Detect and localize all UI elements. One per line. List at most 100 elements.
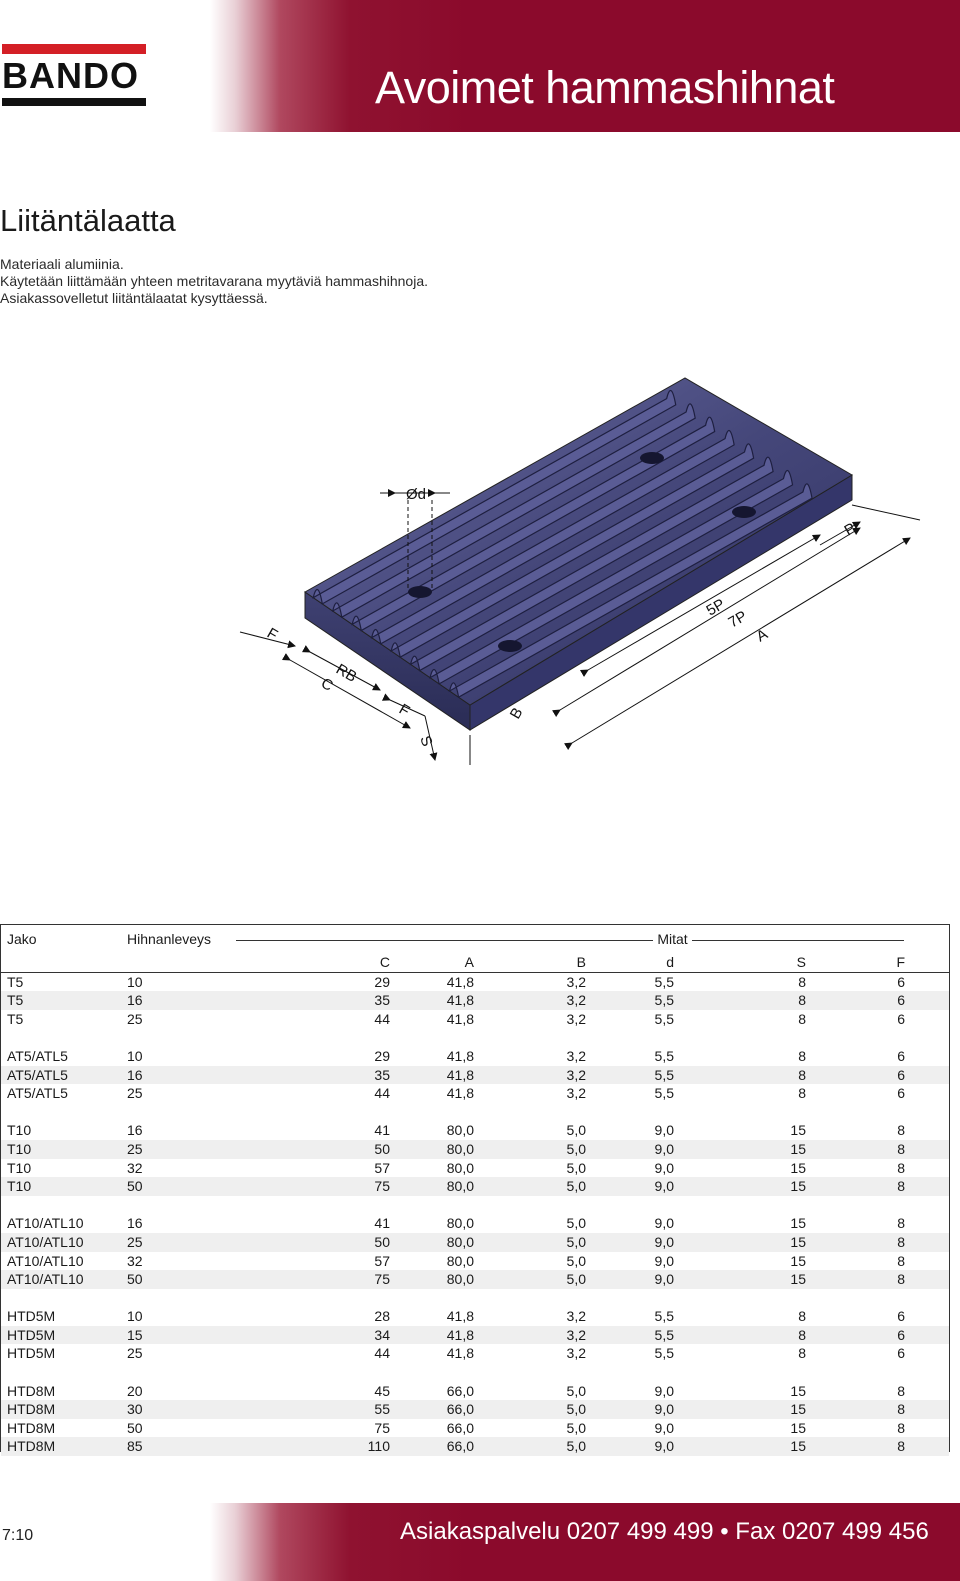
- table-cell: 8: [897, 1382, 905, 1399]
- group-spacer: [1, 1289, 949, 1308]
- section-title: Liitäntälaatta: [0, 203, 176, 238]
- logo-red-bar: [2, 44, 146, 54]
- table-cell: 9,0: [592, 1437, 702, 1457]
- table-cell: 8: [897, 1159, 905, 1176]
- table-cell: 34: [196, 1325, 396, 1345]
- table-cell: 41,8: [446, 973, 474, 990]
- table-cell: 6: [897, 973, 905, 990]
- table-cell: T10: [7, 1122, 32, 1139]
- group-spacer: [1, 1103, 949, 1122]
- table-cell: 80,0: [446, 1215, 474, 1232]
- table-cell: 35: [196, 991, 396, 1010]
- header-d: d: [592, 953, 702, 973]
- table-cell: 6: [812, 1065, 949, 1085]
- table-cell: 9,0: [592, 1270, 702, 1289]
- table-cell: 5,5: [654, 1308, 674, 1325]
- table-cell: 66,0: [446, 1419, 474, 1436]
- table-cell: 15: [702, 1400, 812, 1419]
- table-cell: 15: [790, 1122, 806, 1139]
- table-cell: 9,0: [654, 1122, 674, 1139]
- table-cell: 5,0: [566, 1382, 586, 1399]
- table-cell: 10: [127, 973, 143, 990]
- table-cell: 8: [702, 991, 812, 1010]
- table-cell: 30: [121, 1400, 196, 1419]
- table-cell: 3,2: [480, 1325, 592, 1345]
- header-b: B: [480, 953, 592, 973]
- table-cell: 41,8: [446, 1308, 474, 1325]
- table-cell: 25: [121, 1232, 196, 1252]
- table-cell: 5,0: [566, 1159, 586, 1176]
- table-cell: 25: [121, 1139, 196, 1159]
- table-cell: 45: [374, 1382, 390, 1399]
- table-cell: 41,8: [446, 1085, 474, 1102]
- table-header-row: Jako Hihnanleveys Mitat: [1, 925, 949, 953]
- table-cell: 57: [374, 1252, 390, 1269]
- table-cell: 8: [812, 1139, 949, 1159]
- table-cell: T5: [1, 991, 121, 1010]
- table-cell: 8: [897, 1252, 905, 1269]
- table-cell: 8: [702, 1065, 812, 1085]
- table-cell: 8: [798, 1010, 806, 1027]
- table-cell: 3,2: [480, 991, 592, 1010]
- label-a: A: [754, 626, 771, 646]
- table-cell: 29: [374, 973, 390, 990]
- table-cell: 15: [790, 1252, 806, 1269]
- label-p: P: [842, 520, 859, 540]
- table-cell: 9,0: [592, 1177, 702, 1196]
- contact-info: Asiakaspalvelu 0207 499 499 • Fax 0207 4…: [400, 1518, 929, 1545]
- label-7p: 7P: [726, 608, 750, 632]
- table-cell: 80,0: [396, 1270, 480, 1289]
- table-cell: HTD8M: [1, 1400, 121, 1419]
- table-cell: 41,8: [396, 1325, 480, 1345]
- table-cell: 5,0: [480, 1139, 592, 1159]
- logo-wordmark: BANDO: [2, 55, 139, 96]
- table-cell: 6: [897, 1047, 905, 1064]
- table-cell: 8: [812, 1177, 949, 1196]
- table-cell: 25: [127, 1085, 143, 1102]
- table-cell: 80,0: [396, 1232, 480, 1252]
- table-cell: 16: [121, 991, 196, 1010]
- table-cell: 5,0: [566, 1122, 586, 1139]
- table-cell: 16: [127, 1215, 143, 1232]
- table-cell: 9,0: [654, 1382, 674, 1399]
- table-cell: AT10/ATL10: [1, 1232, 121, 1252]
- table-cell: 57: [374, 1159, 390, 1176]
- table-cell: 8: [798, 1308, 806, 1325]
- table-cell: 16: [127, 1122, 143, 1139]
- table-cell: 3,2: [566, 1085, 586, 1102]
- plate-tooth: [331, 403, 696, 619]
- header-f: F: [812, 953, 949, 973]
- table-cell: 15: [702, 1232, 812, 1252]
- table-cell: 15: [702, 1437, 812, 1457]
- table-cell: 5,0: [566, 1419, 586, 1436]
- table-cell: 41,8: [396, 991, 480, 1010]
- table-cell: T5: [7, 973, 24, 990]
- table-cell: 41,8: [446, 1010, 474, 1027]
- table-cell: 5,5: [592, 991, 702, 1010]
- table-cell: 80,0: [446, 1159, 474, 1176]
- table-cell: 75: [374, 1419, 390, 1436]
- group-spacer: [1, 1363, 949, 1382]
- header-a: A: [396, 953, 480, 973]
- table-cell: 5,0: [566, 1252, 586, 1269]
- table-cell: 50: [127, 1419, 143, 1436]
- page-title: Avoimet hammashihnat: [375, 62, 835, 113]
- table-cell: 5,0: [480, 1270, 592, 1289]
- group-spacer: [1, 1028, 949, 1047]
- section-description: Materiaali alumiinia. Käytetään liittämä…: [0, 256, 428, 307]
- header-jako: Jako: [7, 931, 37, 947]
- label-b: B: [507, 705, 527, 722]
- table-cell: 66,0: [396, 1400, 480, 1419]
- table-cell: 9,0: [654, 1159, 674, 1176]
- dimension-lines: [239, 489, 921, 765]
- table-cell: 8: [798, 1345, 806, 1362]
